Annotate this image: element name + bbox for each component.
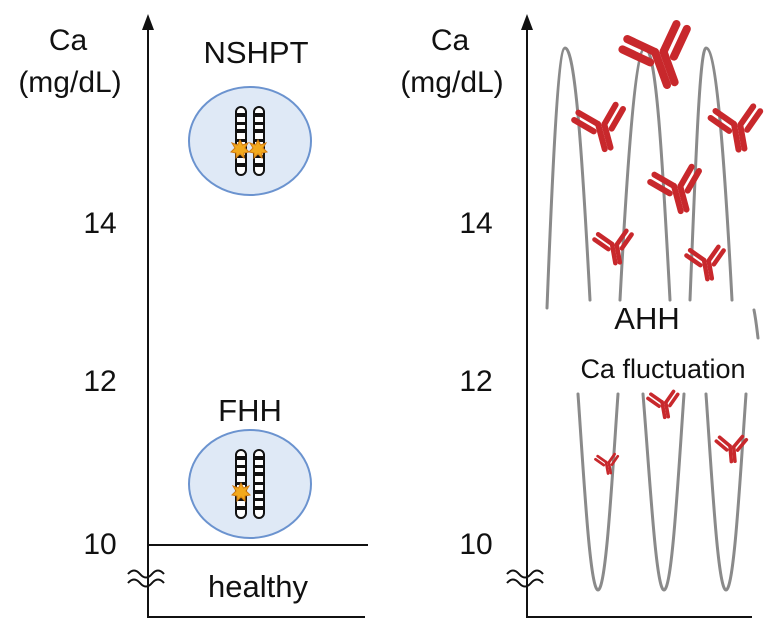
fhh-label: FHH (218, 393, 282, 428)
right-y-axis-arrow (521, 14, 533, 30)
ca-fluctuation-label: Ca fluctuation (580, 354, 745, 384)
ahh-label: AHH (614, 301, 679, 336)
right-axis-unit-line1: Ca (431, 24, 470, 57)
left-tick-label: 12 (83, 365, 116, 398)
left-axis-unit-line1: Ca (49, 24, 88, 57)
antibody-icon (649, 163, 708, 217)
wave-lower-segment (641, 392, 686, 592)
right-tick-label: 14 (459, 207, 492, 240)
antibody-icon (620, 19, 703, 95)
cell-chromosome-pair-one-mutation-icon (188, 429, 312, 539)
left-tick-label: 14 (83, 207, 116, 240)
wave-lower-segment (704, 392, 748, 592)
antibody-icon (593, 451, 622, 477)
nshpt-label: NSHPT (203, 35, 308, 70)
left-y-axis-arrow (142, 14, 154, 30)
cell-chromosome-pair-two-mutations-icon (188, 86, 312, 196)
right-tick-label: 12 (459, 365, 492, 398)
healthy-label: healthy (208, 569, 308, 604)
wave-upper-segment (618, 46, 672, 302)
right-axis-unit-line2: (mg/dL) (400, 66, 503, 99)
right-panel: Ca (mg/dL) 14 12 10 (400, 14, 764, 618)
antibody-icon (594, 229, 636, 267)
wave-upper-segment (545, 46, 592, 310)
antibody-icon (710, 103, 764, 153)
antibody-icon (645, 387, 684, 422)
right-axis-break-icon (506, 569, 544, 588)
right-tick-label: 10 (459, 528, 492, 561)
left-axis-unit-line2: (mg/dL) (18, 66, 121, 99)
left-panel: Ca (mg/dL) 14 12 10 healthy NSHPT FHH (18, 14, 368, 618)
wave-tail (752, 308, 760, 340)
left-axis-break-icon (127, 569, 165, 588)
left-tick-label: 10 (83, 528, 116, 561)
wave-lower-segment (576, 392, 620, 592)
